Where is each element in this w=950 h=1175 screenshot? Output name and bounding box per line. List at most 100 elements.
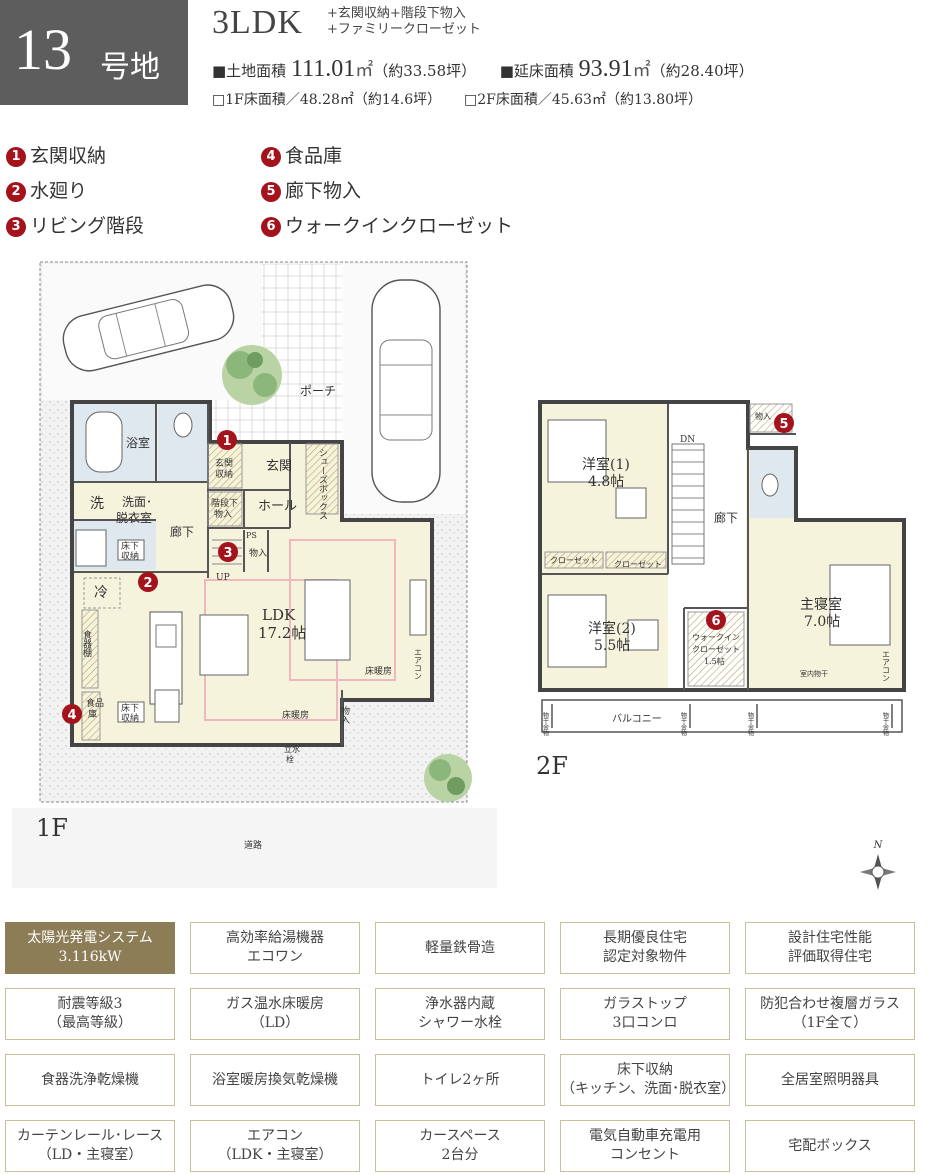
label-fridge: 冷 [94,585,108,601]
marker-3-icon: 3 [6,217,26,237]
label-aircon-2f: エアコン [882,650,891,682]
legend-label-3: リビング階段 [30,215,145,237]
underfloor-storage-icon [117,539,145,561]
labels-1f: ポーチ 浴室 洗 洗面･ 脱衣室 床下 収納 床下 収納 玄関 玄関 収納 シュ… [81,384,423,764]
feature-item: 設計住宅性能 評価取得住宅 [745,922,915,974]
markers-2f: 5 6 [706,413,794,630]
marker-1f-1: 1 [222,434,231,449]
total-floor-area-value: 93.91 [578,56,633,82]
land-area-unit: ㎡ [355,60,374,81]
label-entrance-storage-1: 玄関 [215,457,233,469]
marker-5-icon: 5 [261,182,281,202]
toilet-icon [173,412,193,438]
feature-item: 太陽光発電システム 3.116kW [5,922,175,974]
legend-label-6: ウォークインクローゼット [285,215,514,237]
land-area-label: ■土地面積 [212,62,287,80]
label-stair-storage-1: 階段下 [211,497,238,509]
label-up: UP [216,573,230,583]
label-dry-pole-4: 物干金物 [882,711,889,737]
land-area-tsubo: （約33.58坪） [373,62,477,80]
layout-extra-1: +玄関収納+階段下物入 [327,6,466,21]
marker-2-icon: 2 [6,182,26,202]
entrance-storage [207,443,243,489]
label-ldk-1: LDK [262,606,296,624]
kitchen-island [149,611,183,705]
legend-label-1: 玄関収納 [30,145,107,167]
label-underfloor-4: 収納 [121,712,139,724]
label-corridor: 廊下 [170,524,194,539]
feature-item: カーテンレール･レース （LD・主寝室） [5,1120,175,1172]
label-floor-heating-2: 床暖房 [282,709,309,721]
label-entrance: 玄関 [266,459,292,474]
label-underfloor-1: 床下 [121,540,139,552]
walls-1f [70,400,434,747]
balcony [541,699,903,733]
compass-n: N [873,840,884,851]
label-master-1: 主寝室 [800,596,842,613]
feature-item: 食器洗浄乾燥機 [5,1054,175,1106]
layout-extras: +玄関収納+階段下物入 +ファミリークローゼット [327,6,481,38]
road-label: 道路 [244,839,262,851]
feature-item: カースペース 2台分 [375,1120,545,1172]
floor-2f-label: 2F [536,752,568,780]
feature-item: 床下収納 （キッチン、洗面･脱衣室） [560,1054,735,1106]
total-floor-area-unit: ㎡ [632,60,651,81]
closet-room2 [605,551,667,569]
layout-extra-2: +ファミリークローゼット [327,22,481,37]
legend-label-4: 食品庫 [285,145,343,167]
floor-1f-label: 1F [36,814,68,842]
floor-plans: 1F 道路 ポーチ 浴室 洗 洗面･ 脱衣室 床下 収納 床下 収納 玄関 玄関… [12,261,906,890]
feature-item: 浄水器内蔵 シャワー水栓 [375,988,545,1040]
label-storage-1f-2: 物入 [339,705,350,724]
stove-icon [154,689,180,723]
label-entrance-storage-2: 収納 [215,468,233,480]
washbasin-icon [75,529,107,567]
bed-master-icon [829,564,891,646]
label-underfloor-2: 収納 [121,550,139,562]
fridge-space [83,577,121,609]
label-wic-1: ウォークイン [692,633,740,642]
total-floor-area-tsubo: （約28.40坪） [650,62,754,80]
label-faucet-1: 立水 [284,744,300,754]
feature-item: 長期優良住宅 認定対象物件 [560,922,730,974]
label-faucet-2: 栓 [286,754,294,764]
label-ldk-2: 17.2帖 [258,624,306,642]
cupboard [81,609,99,689]
tree-icon-2 [424,754,472,802]
total-floor-area-label: ■延床面積 [499,62,574,80]
car-right-icon [371,279,441,503]
label-wic-2: クローゼット [692,644,740,654]
feature-item: 耐震等級3 （最高等級） [5,988,175,1040]
label-wic-3: 1.5帖 [704,656,725,666]
label-washroom-1: 洗面･ [122,495,152,509]
marker-6-icon: 6 [261,217,281,237]
marker-1-icon: 1 [6,147,26,167]
sink-icon [155,624,177,648]
desk-room1-icon [615,487,647,519]
bed-room1-icon [547,419,607,483]
label-balcony: バルコニー [612,713,662,725]
underfloor-storage-icon-2 [117,701,145,723]
tv-stand-icon [409,579,427,636]
road [12,808,497,888]
plan-2f: 2F DN 洋室(1) 4.8帖 洋室(2) 5.5帖 主寝室 7.0帖 廊下 … [536,400,906,780]
feature-item: 宅配ボックス [745,1120,915,1172]
label-underfloor-3: 床下 [121,702,139,714]
label-storage-1f: 物入 [249,547,267,559]
legend-label-2: 水廻り [30,180,88,202]
label-room1-2: 4.8帖 [588,474,624,490]
label-porch: ポーチ [300,384,336,398]
label-aircon-1f: エアコン [414,648,423,680]
labels-2f: DN 洋室(1) 4.8帖 洋室(2) 5.5帖 主寝室 7.0帖 廊下 クロー… [542,411,891,737]
marker-1f-4: 4 [67,708,76,723]
feature-item: 浴室暖房換気乾燥機 [190,1054,360,1106]
label-stair-storage-2: 物入 [214,508,232,520]
feature-item: 防犯合わせ複層ガラス （1F全て） [745,988,915,1040]
feature-item: 軽量鉄骨造 [375,922,545,974]
bed-room2-icon [547,594,607,668]
label-ps: PS [246,531,257,540]
label-closet-2: クローゼット [614,559,662,569]
